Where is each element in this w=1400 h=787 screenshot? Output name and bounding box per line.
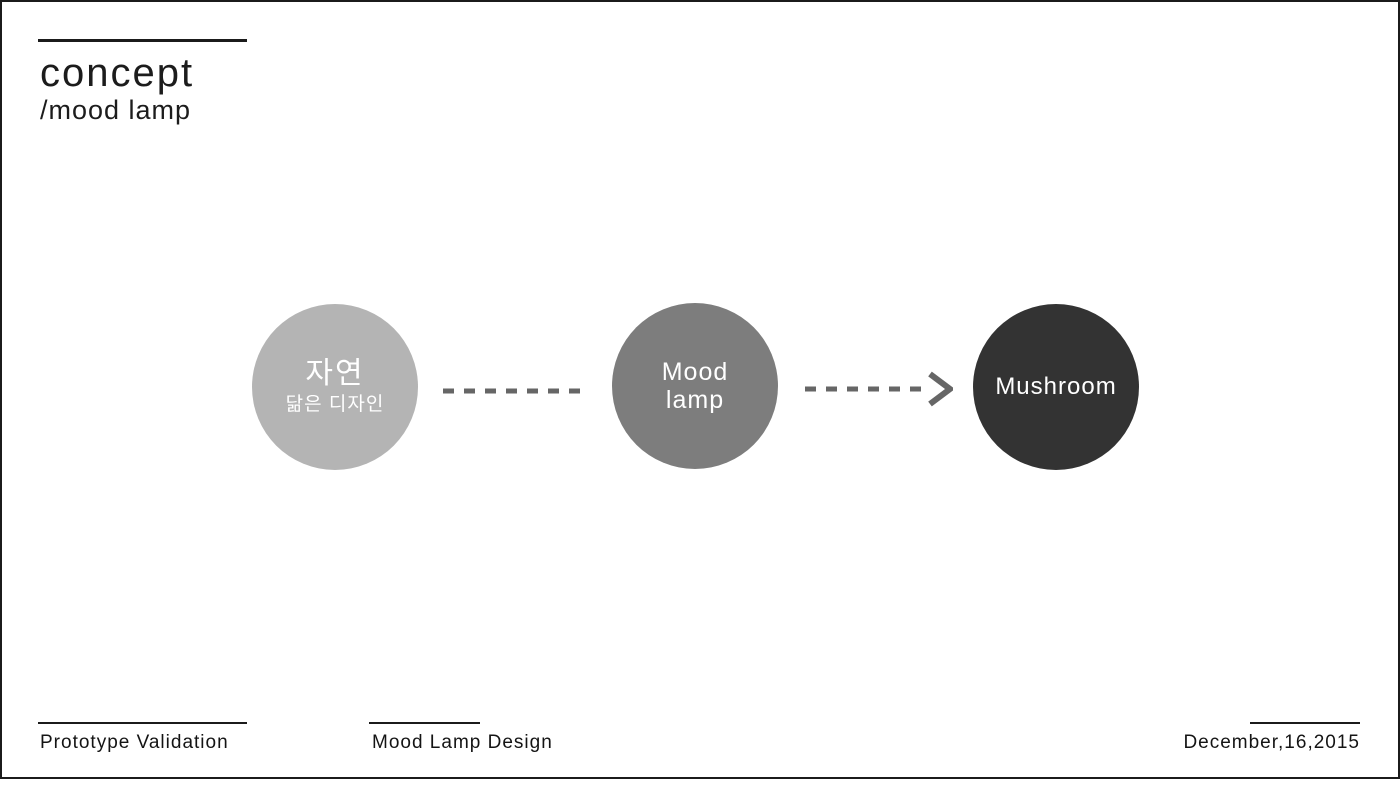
footer-rule-right (1250, 722, 1360, 724)
dashed-connector-arrow (803, 366, 955, 417)
footer-date: December,16,2015 (1183, 732, 1360, 753)
node-mood-lamp-circle: Mood lamp (612, 303, 778, 469)
node-label-secondary: lamp (665, 386, 725, 414)
title-overline-rule (38, 39, 247, 42)
page-title: concept (40, 51, 195, 95)
arrow-head-icon (928, 371, 955, 407)
node-label-primary: Mood (661, 358, 729, 386)
footer-rule-center (369, 722, 480, 724)
footer-design-label: Mood Lamp Design (372, 732, 553, 753)
dashed-arrow-graphic (805, 371, 955, 407)
dashed-line-graphic (443, 388, 587, 394)
footer-project-label: Prototype Validation (40, 732, 229, 753)
dashed-connector-line (441, 384, 589, 402)
node-label-primary: Mushroom (995, 372, 1117, 400)
footer-rule-left (38, 722, 247, 724)
node-label-secondary: 닮은 디자인 (285, 394, 385, 416)
page-subtitle: /mood lamp (40, 95, 192, 125)
node-mushroom-circle: Mushroom (973, 304, 1139, 470)
node-nature-design-circle: 자연 닮은 디자인 (252, 304, 418, 470)
node-label-primary: 자연 (305, 357, 365, 391)
